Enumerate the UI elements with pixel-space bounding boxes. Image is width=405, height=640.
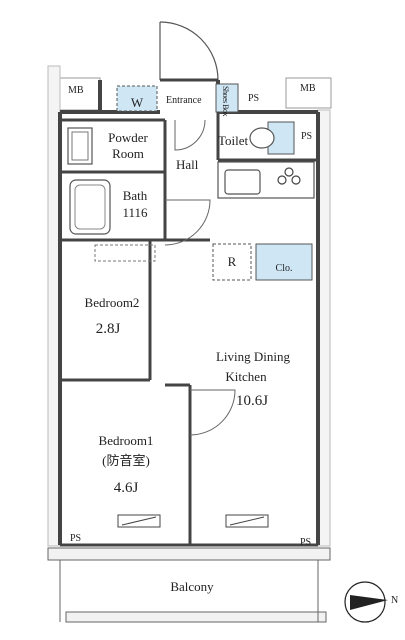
bedroom2-label: Bedroom2 [84,295,140,310]
bedroom1-size: 4.6J [113,480,139,496]
bath-door [164,199,211,246]
bedroom1-label: Bedroom1 [98,433,154,448]
refrigerator-label: R [227,254,237,269]
bedroom2-closet [94,244,156,262]
ldk-line1: Living Dining [215,349,291,364]
closet-label: Clo. [275,263,293,274]
balcony-label: Balcony [170,579,214,594]
refrigerator-space [212,243,252,281]
ps-entrance-label: PS [248,93,260,104]
toilet-fixture [249,121,295,155]
ldk-size: 10.6J [235,393,269,409]
mb-shaft-right [285,77,332,109]
toilet-label: Toilet [218,133,249,148]
ldk-line2: Kitchen [225,369,267,384]
closet [255,243,313,281]
shoes-box-label: Shoes Box [221,86,230,116]
sink-basin [71,131,89,161]
powder-room-line2: Room [112,146,144,161]
interior-walls [60,112,318,547]
compass-north-label: N [391,595,399,606]
washer-pan [116,85,158,112]
ps-bottom-right-label: PS [300,537,312,548]
bathtub-inner [74,184,106,230]
bedroom1-door [189,389,236,436]
hall-label: Hall [176,157,199,172]
compass-icon [344,581,388,623]
balcony-area [47,547,331,623]
bathtub [69,179,111,235]
bedroom1-note: (防音室) [102,453,150,468]
bath-size: 1116 [122,205,148,220]
shoes-box [215,83,239,113]
entrance-label: Entrance [166,95,202,106]
entrance-door [159,21,219,82]
bath-label: Bath [122,188,148,203]
mb-right-label: MB [300,83,316,94]
powder-door [174,119,206,151]
ps-bottom-left-label: PS [70,533,82,544]
washer-label: W [130,95,144,110]
ps-toilet-label: PS [301,131,313,142]
bedroom2-size: 2.8J [95,321,121,337]
powder-room-line1: Powder [108,130,148,145]
stove [277,167,301,185]
aircon-units [117,514,269,528]
kitchen-counter [217,161,315,199]
mb-left-label: MB [68,85,84,96]
kitchen-sink [224,169,261,195]
